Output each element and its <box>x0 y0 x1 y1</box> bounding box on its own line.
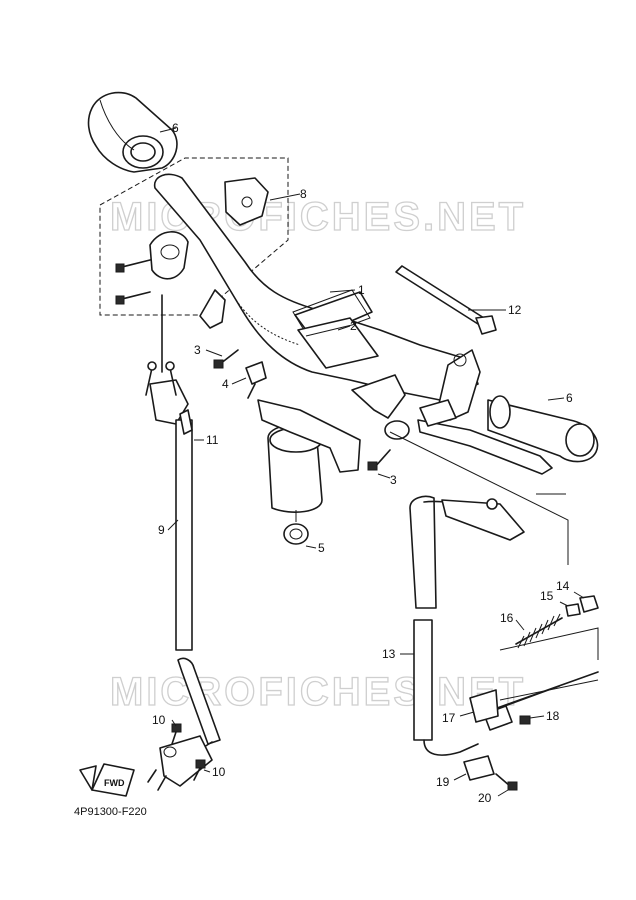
label-part-17: 17 <box>442 711 456 725</box>
housing-screw-upper <box>115 259 151 273</box>
label-part-8: 8 <box>300 187 307 201</box>
carb-bracket <box>147 735 213 791</box>
label-part-15: 15 <box>540 589 554 603</box>
left-grip <box>87 91 178 173</box>
throttle-housing-upper <box>224 177 269 226</box>
cap-small <box>565 603 581 617</box>
label-part-19: 19 <box>436 775 450 789</box>
handlebar-holder <box>257 374 410 513</box>
bolt <box>245 361 267 399</box>
screw-lower <box>367 449 391 471</box>
fwd-label: FWD <box>104 778 125 788</box>
label-part-20: 20 <box>478 791 492 805</box>
label-part-10-upper: 10 <box>152 713 166 727</box>
cable-tie <box>395 265 497 335</box>
label-part-3-upper: 3 <box>194 343 201 357</box>
label-part-4: 4 <box>222 377 229 391</box>
label-part-10-lower: 10 <box>212 765 226 779</box>
screw-upper <box>213 349 239 369</box>
throttle-housing-box <box>99 157 289 316</box>
label-part-11: 11 <box>206 433 219 447</box>
label-part-16: 16 <box>500 611 514 625</box>
stem-nut <box>283 510 309 545</box>
label-part-14: 14 <box>556 579 570 593</box>
carb-screw-lower <box>193 759 206 781</box>
diagram-code: 4P91300-F220 <box>74 806 147 818</box>
carb-screw-upper <box>171 723 182 745</box>
label-part-12: 12 <box>508 303 522 317</box>
cable-adjuster <box>179 409 193 435</box>
part-labels: 6 8 1 2 3 4 3 5 6 12 11 9 10 10 13 14 15… <box>152 121 573 805</box>
right-grip <box>487 395 599 463</box>
housing-screw-lower <box>115 291 151 305</box>
label-part-2: 2 <box>350 319 357 333</box>
watermark-bottom: MICROFICHES.NET <box>110 670 526 714</box>
label-part-6: 6 <box>566 391 573 405</box>
cap-large <box>579 595 599 613</box>
ref-line-right <box>389 431 569 565</box>
label-part-5: 5 <box>318 541 325 555</box>
handlebar-pad <box>297 317 379 369</box>
label-part-7: 6 <box>172 121 179 135</box>
label-part-3-lower: 3 <box>390 473 397 487</box>
spring <box>515 613 563 649</box>
brake-lever-assembly <box>417 349 553 475</box>
label-part-18: 18 <box>546 709 560 723</box>
cable-clip <box>463 755 495 781</box>
clip-screw <box>495 773 518 791</box>
fwd-arrow: FWD <box>79 763 135 797</box>
label-part-9: 9 <box>158 523 165 537</box>
brake-cable <box>409 495 525 756</box>
cable-bracket <box>469 689 499 723</box>
throttle-housing-lower <box>149 231 189 280</box>
label-part-13: 13 <box>382 647 396 661</box>
throttle-bracket <box>199 289 226 329</box>
label-part-1: 1 <box>358 283 365 297</box>
leader-lines <box>159 127 585 797</box>
